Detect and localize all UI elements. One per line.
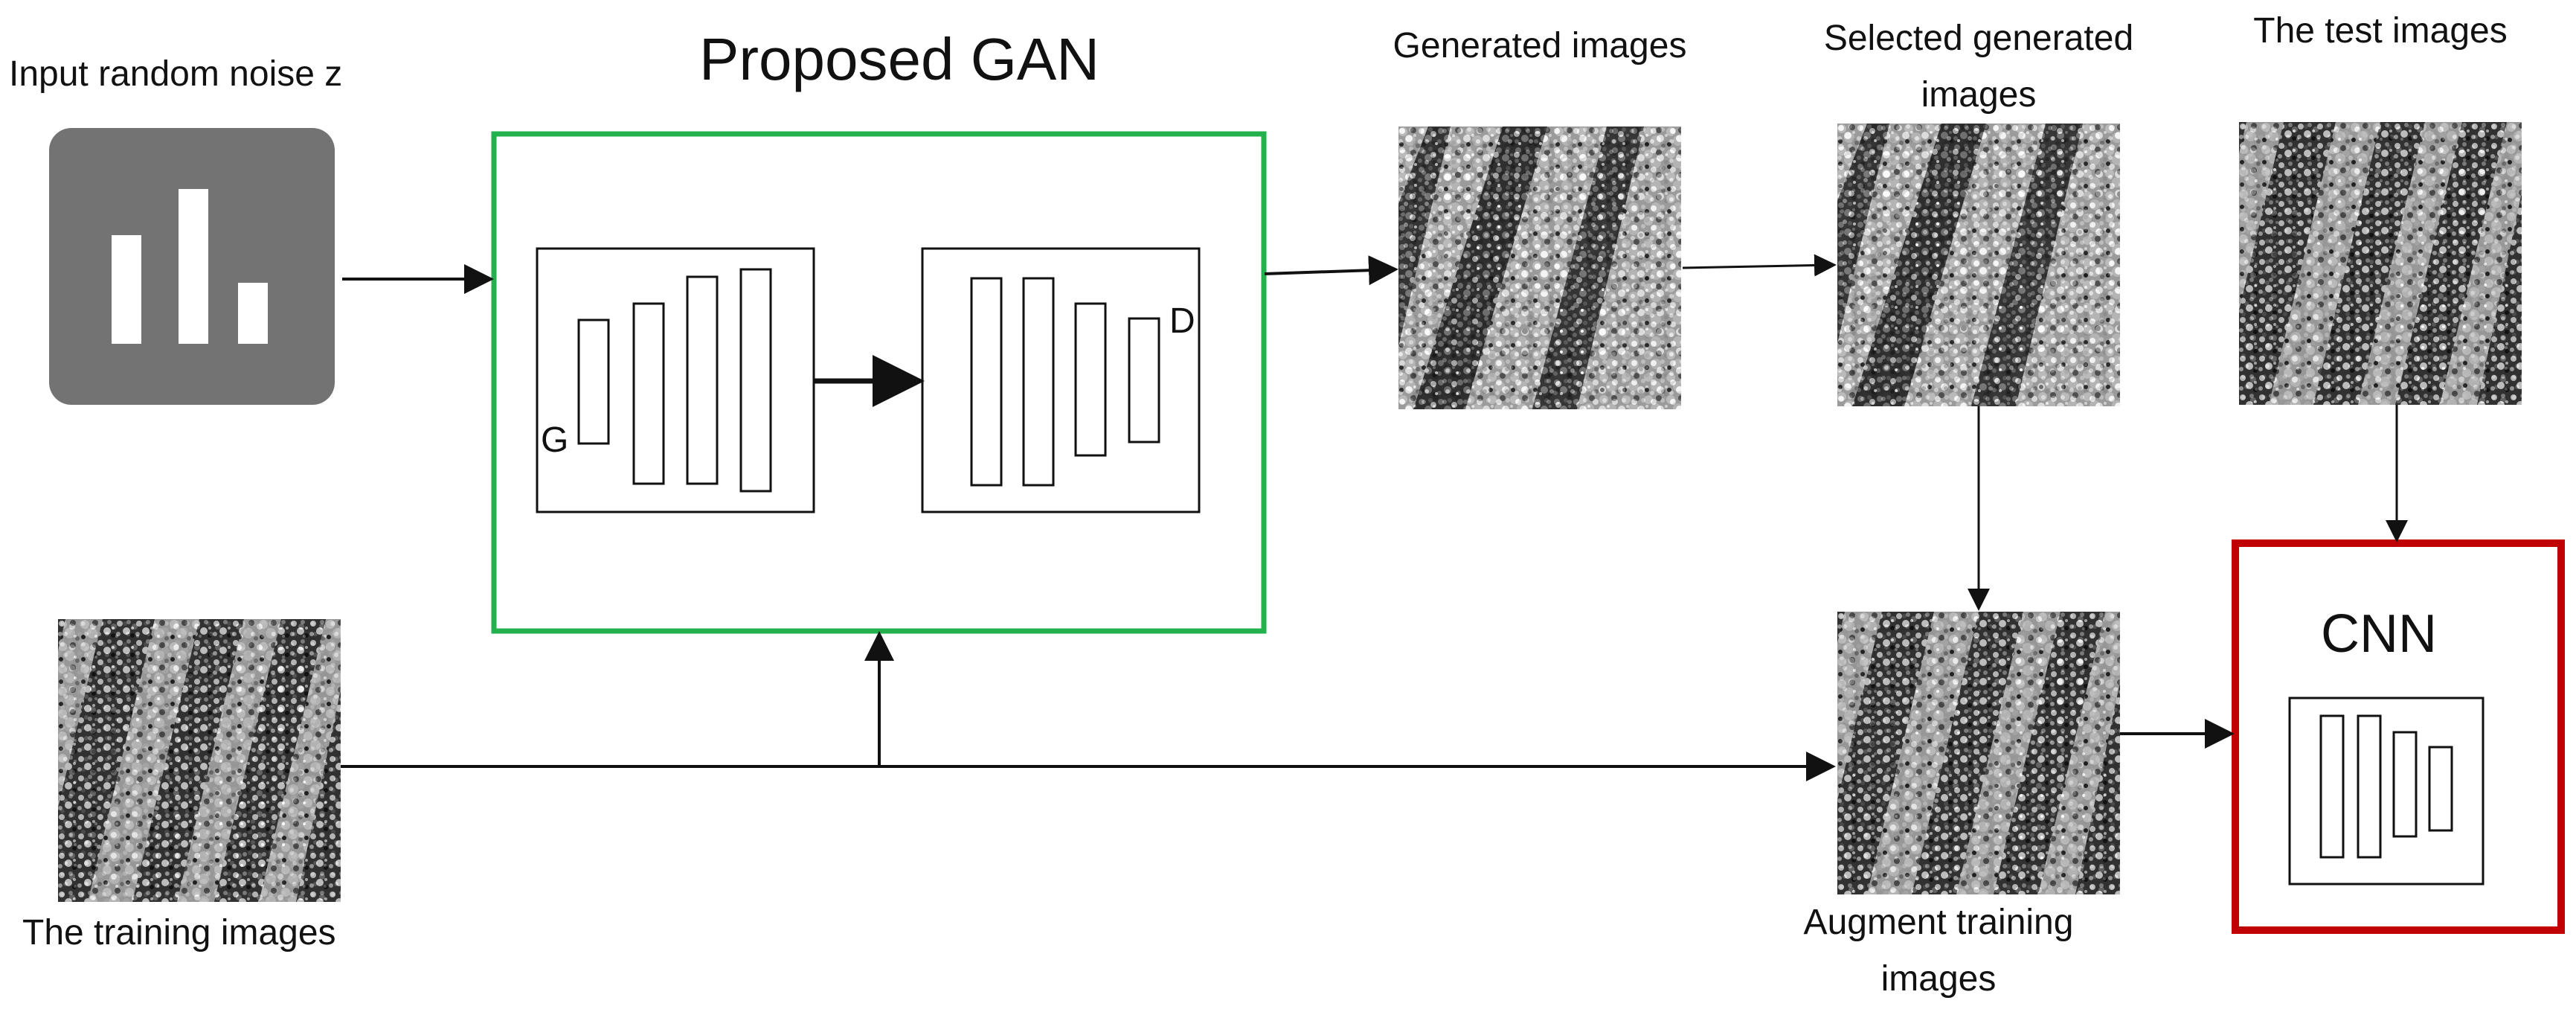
generated-image	[1398, 127, 1681, 409]
test-image	[2239, 122, 2522, 405]
discriminator-layer-4	[1128, 317, 1160, 444]
label-selected-generated-line1: Selected generated	[1823, 19, 2134, 58]
generator-block	[536, 247, 815, 513]
arrow-generated-to-selected	[1682, 254, 1837, 277]
discriminator-block	[921, 247, 1201, 513]
label-generated-images: Generated images	[1393, 26, 1687, 65]
augmented-training-image	[1837, 612, 2120, 894]
noise-bar-2	[179, 189, 208, 344]
arrow-gan-to-generated	[1264, 255, 1398, 286]
label-cnn: CNN	[2321, 604, 2437, 664]
label-selected-generated-line2: images	[1921, 75, 2037, 115]
cnn-layer-1	[2319, 714, 2345, 859]
discriminator-box	[921, 247, 1201, 513]
cnn-layer-3	[2392, 731, 2418, 838]
label-discriminator-letter: D	[1169, 301, 1195, 341]
label-training-images: The training images	[22, 913, 336, 952]
label-test-images: The test images	[2253, 11, 2508, 51]
noise-bar-1	[112, 235, 141, 344]
label-generator-letter: G	[541, 420, 569, 460]
cnn-layer-2	[2357, 714, 2382, 859]
generator-layer-3	[686, 275, 719, 485]
cnn-layer-4	[2428, 746, 2453, 832]
generator-layer-4	[739, 268, 772, 493]
generator-box	[536, 247, 815, 513]
discriminator-layer-3	[1074, 302, 1107, 457]
cnn-block	[2232, 539, 2565, 934]
training-image	[58, 619, 341, 902]
bar-chart-icon	[49, 128, 335, 405]
cnn-inner-box	[2288, 697, 2485, 886]
generator-layer-2	[632, 302, 665, 485]
label-augment-line1: Augment training	[1803, 903, 2074, 942]
label-proposed-gan: Proposed GAN	[699, 26, 1100, 92]
label-augment-line2: images	[1880, 959, 1997, 999]
label-input-noise: Input random noise z	[9, 54, 343, 94]
discriminator-layer-2	[1022, 277, 1055, 487]
noise-bar-3	[238, 283, 268, 344]
generator-layer-1	[577, 318, 610, 445]
selected-generated-image	[1837, 124, 2120, 406]
discriminator-layer-1	[970, 277, 1003, 487]
cnn-container-box	[2232, 539, 2565, 934]
